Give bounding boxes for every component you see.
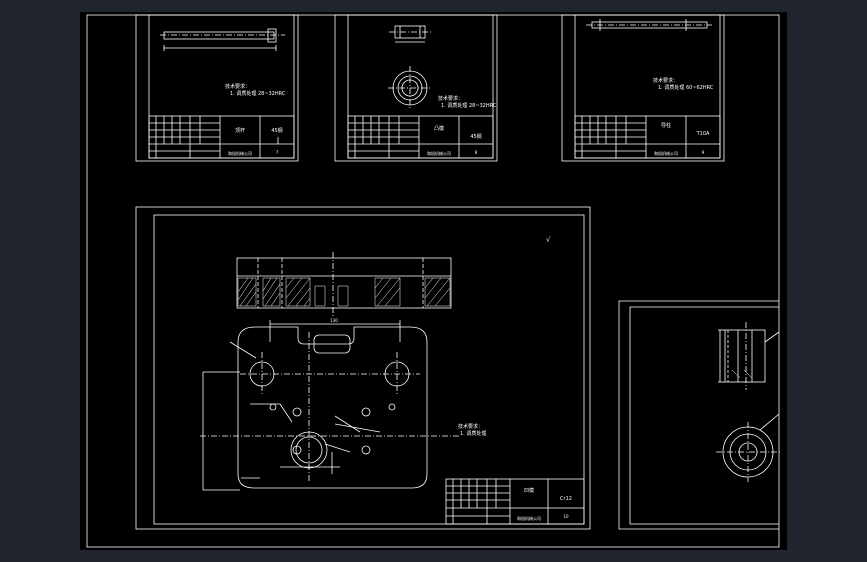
title-block xyxy=(347,115,494,159)
notes-title: 技术要求： xyxy=(438,95,463,102)
punch-part-view xyxy=(388,25,432,110)
rod-part-view xyxy=(160,28,285,51)
part-name: 凹模 xyxy=(524,487,534,494)
sheet-no: 7 xyxy=(276,150,279,155)
bushing-section-view xyxy=(718,322,780,390)
sheet-right-partial[interactable] xyxy=(618,300,780,530)
material: 45钢 xyxy=(271,127,282,134)
part-name: 导柱 xyxy=(661,122,671,129)
sheet-no: 10 xyxy=(563,514,569,519)
part-name: 凸模 xyxy=(434,125,444,132)
cad-drawing-canvas[interactable]: 技术要求： 1. 调质处理 28~32HRC 顶杆 45钢 和旭机械公司 7 xyxy=(80,12,787,550)
bushing-plan-view xyxy=(716,413,780,482)
notes-title: 技术要求： xyxy=(458,423,483,430)
die-section-view xyxy=(236,252,452,316)
sheet-top-right[interactable]: 技术要求： 1. 调质处理 60~62HRC 导柱 T10A 和旭机械公司 9 xyxy=(561,14,725,162)
title-block xyxy=(574,115,721,159)
material: Cr12 xyxy=(560,496,572,502)
title-block xyxy=(445,478,585,525)
material: 45钢 xyxy=(470,133,481,140)
dim-top: 130 xyxy=(330,318,338,323)
sheet-top-middle[interactable]: 技术要求： 1. 调质处理 28~32HRC 凸模 45钢 和旭机械公司 8 xyxy=(334,14,498,162)
part-name: 顶杆 xyxy=(235,127,245,134)
die-plan-view xyxy=(200,320,460,491)
outer-frame xyxy=(86,14,780,548)
notes-line: 1. 调质处理 xyxy=(460,430,486,437)
sheet-main-die[interactable]: √ xyxy=(135,206,591,530)
notes-line: 1. 调质处理 28~32HRC xyxy=(230,90,286,97)
notes-line: 1. 调质处理 28~32HRC xyxy=(441,102,497,109)
sheet-no: 9 xyxy=(702,150,705,155)
title-block xyxy=(148,115,295,159)
sheet-top-left[interactable]: 技术要求： 1. 调质处理 28~32HRC 顶杆 45钢 和旭机械公司 7 xyxy=(135,14,299,162)
notes-title: 技术要求： xyxy=(225,83,250,90)
org-name: 和旭机械公司 xyxy=(228,150,252,156)
org-name: 和旭机械公司 xyxy=(654,150,678,156)
surface-roughness-symbol: √ xyxy=(546,236,551,244)
material: T10A xyxy=(696,131,710,137)
org-name: 和旭机械公司 xyxy=(427,150,451,156)
sheet-no: 8 xyxy=(475,150,478,155)
guide-pillar-view xyxy=(586,19,712,31)
notes-line: 1. 调质处理 60~62HRC xyxy=(658,84,714,91)
notes-title: 技术要求： xyxy=(653,77,678,84)
org-name: 和旭机械公司 xyxy=(517,515,541,521)
